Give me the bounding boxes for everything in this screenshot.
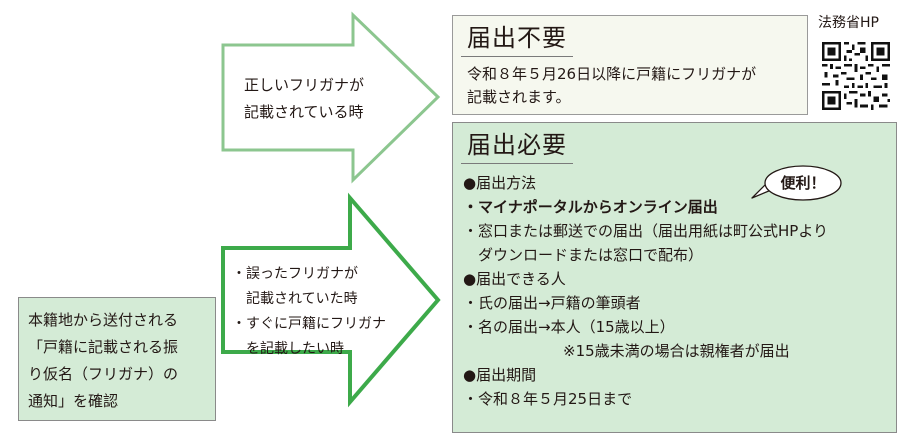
notice-note-box: 本籍地から送付される 「戸籍に記載される振 り仮名（フリガナ）の 通知」を確認 [18,297,216,421]
period-heading: ●届出期間 [463,366,537,384]
qr-label: 法務省HP [818,15,879,31]
qr-code-icon[interactable] [822,42,890,110]
required-title: 届出必要 [467,131,567,159]
arrow-correct-line: 正しいフリガナが [244,76,365,94]
title-underline [461,56,573,57]
arrow-incorrect [221,192,441,408]
speech-bubble-icon [751,165,842,201]
not-required-line: 令和８年５月26日以降に戸籍にフリガナが [467,65,757,83]
note-line: 「戸籍に記載される振 [28,338,179,356]
not-required-body: 令和８年５月26日以降に戸籍にフリガナが 記載されます。 [467,63,802,109]
arrow-incorrect-line: を記載したい時 [232,341,344,357]
arrow-incorrect-line: 記載されていた時 [232,291,358,307]
period-value: ・令和８年５月25日まで [463,390,633,408]
arrow-incorrect-line: ・誤ったフリガナが [232,266,358,282]
not-required-line: 記載されます。 [467,88,571,106]
arrow-incorrect-text: ・誤ったフリガナが 記載されていた時 ・すぐに戸籍にフリガナ を記載したい時 [232,262,386,362]
note-line: 通知」を確認 [28,392,119,410]
who-item: ・名の届出→本人（15歳以上） [463,318,675,336]
arrow-correct-line: 記載されている時 [244,103,364,121]
method-online-link[interactable]: ・マイナポータルからオンライン届出 [463,198,718,216]
title-underline [461,163,573,164]
who-note: ※15歳未満の場合は親権者が届出 [563,342,790,360]
method-counter-line: ・窓口または郵送での届出（届出用紙は町公式HPより [463,222,829,240]
who-item: ・氏の届出→戸籍の筆頭者 [463,294,641,312]
method-heading: ●届出方法 [463,174,537,192]
arrow-correct [221,11,441,184]
arrow-correct-text: 正しいフリガナが 記載されている時 [244,72,364,126]
not-required-box: 届出不要 令和８年５月26日以降に戸籍にフリガナが 記載されます。 [452,15,808,115]
method-counter-line: ダウンロードまたは窓口で配布） [463,246,704,264]
arrow-incorrect-line: ・すぐに戸籍にフリガナ [232,316,386,332]
note-line: り仮名（フリガナ）の [28,365,179,383]
note-line: 本籍地から送付される [28,311,179,329]
who-heading: ●届出できる人 [463,270,566,288]
bubble-label: 便利！ [780,174,826,192]
not-required-title: 届出不要 [467,24,567,52]
